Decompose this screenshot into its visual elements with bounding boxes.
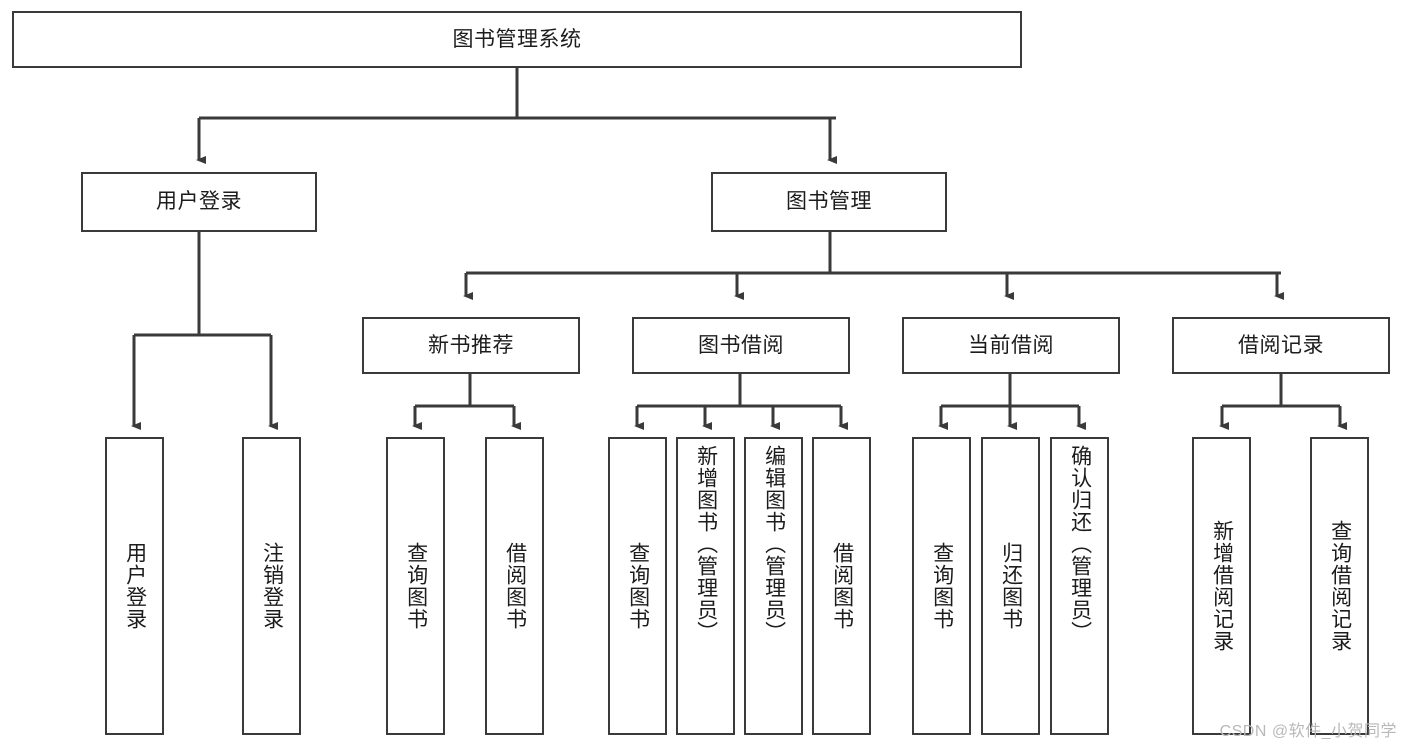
node-user-login-label: 用户登录 [156, 190, 242, 214]
node-book-management-label: 图书管理 [786, 190, 872, 214]
leaf-new-book-query-book[interactable]: 查询图书 [386, 437, 445, 735]
leaf-user-login-login-label: 用户登录 [123, 542, 147, 630]
leaf-current-borrow-confirm-return[interactable]: 确认归还（管理员） [1050, 437, 1109, 735]
leaf-book-borrow-edit-book-label: 编辑图书（管理员） [762, 445, 786, 643]
leaf-new-book-query-book-label: 查询图书 [404, 542, 428, 630]
node-root-system-label: 图书管理系统 [452, 27, 582, 51]
node-new-book-recommend[interactable]: 新书推荐 [362, 317, 580, 374]
leaf-borrow-record-add-record[interactable]: 新增借阅记录 [1192, 437, 1251, 735]
leaf-book-borrow-borrow-book-label: 借阅图书 [830, 542, 854, 630]
leaf-current-borrow-return-book[interactable]: 归还图书 [981, 437, 1040, 735]
leaf-book-borrow-query-book-label: 查询图书 [626, 542, 650, 630]
leaf-current-borrow-return-book-label: 归还图书 [999, 542, 1023, 630]
node-book-borrow[interactable]: 图书借阅 [632, 317, 850, 374]
leaf-current-borrow-query-book[interactable]: 查询图书 [912, 437, 971, 735]
node-current-borrow[interactable]: 当前借阅 [902, 317, 1120, 374]
leaf-book-borrow-add-book-label: 新增图书（管理员） [694, 445, 718, 643]
leaf-current-borrow-query-book-label: 查询图书 [930, 542, 954, 630]
leaf-book-borrow-edit-book[interactable]: 编辑图书（管理员） [744, 437, 803, 735]
node-user-login[interactable]: 用户登录 [81, 172, 317, 232]
leaf-current-borrow-confirm-return-label: 确认归还（管理员） [1068, 445, 1092, 643]
leaf-borrow-record-query-record[interactable]: 查询借阅记录 [1310, 437, 1369, 735]
leaf-user-login-login[interactable]: 用户登录 [105, 437, 164, 735]
leaf-book-borrow-query-book[interactable]: 查询图书 [608, 437, 667, 735]
leaf-book-borrow-add-book[interactable]: 新增图书（管理员） [676, 437, 735, 735]
node-root-system[interactable]: 图书管理系统 [12, 11, 1022, 68]
node-borrow-record-label: 借阅记录 [1238, 333, 1324, 357]
leaf-book-borrow-borrow-book[interactable]: 借阅图书 [812, 437, 871, 735]
node-borrow-record[interactable]: 借阅记录 [1172, 317, 1390, 374]
leaf-borrow-record-add-record-label: 新增借阅记录 [1210, 520, 1234, 652]
node-book-management[interactable]: 图书管理 [711, 172, 947, 232]
leaf-borrow-record-query-record-label: 查询借阅记录 [1328, 520, 1352, 652]
leaf-new-book-borrow-book-label: 借阅图书 [503, 542, 527, 630]
leaf-user-login-logout[interactable]: 注销登录 [242, 437, 301, 735]
node-new-book-recommend-label: 新书推荐 [428, 333, 514, 357]
leaf-new-book-borrow-book[interactable]: 借阅图书 [485, 437, 544, 735]
node-current-borrow-label: 当前借阅 [968, 333, 1054, 357]
watermark-text: CSDN @软件_小贺同学 [1219, 723, 1397, 740]
node-book-borrow-label: 图书借阅 [698, 333, 784, 357]
leaf-user-login-logout-label: 注销登录 [260, 542, 284, 630]
